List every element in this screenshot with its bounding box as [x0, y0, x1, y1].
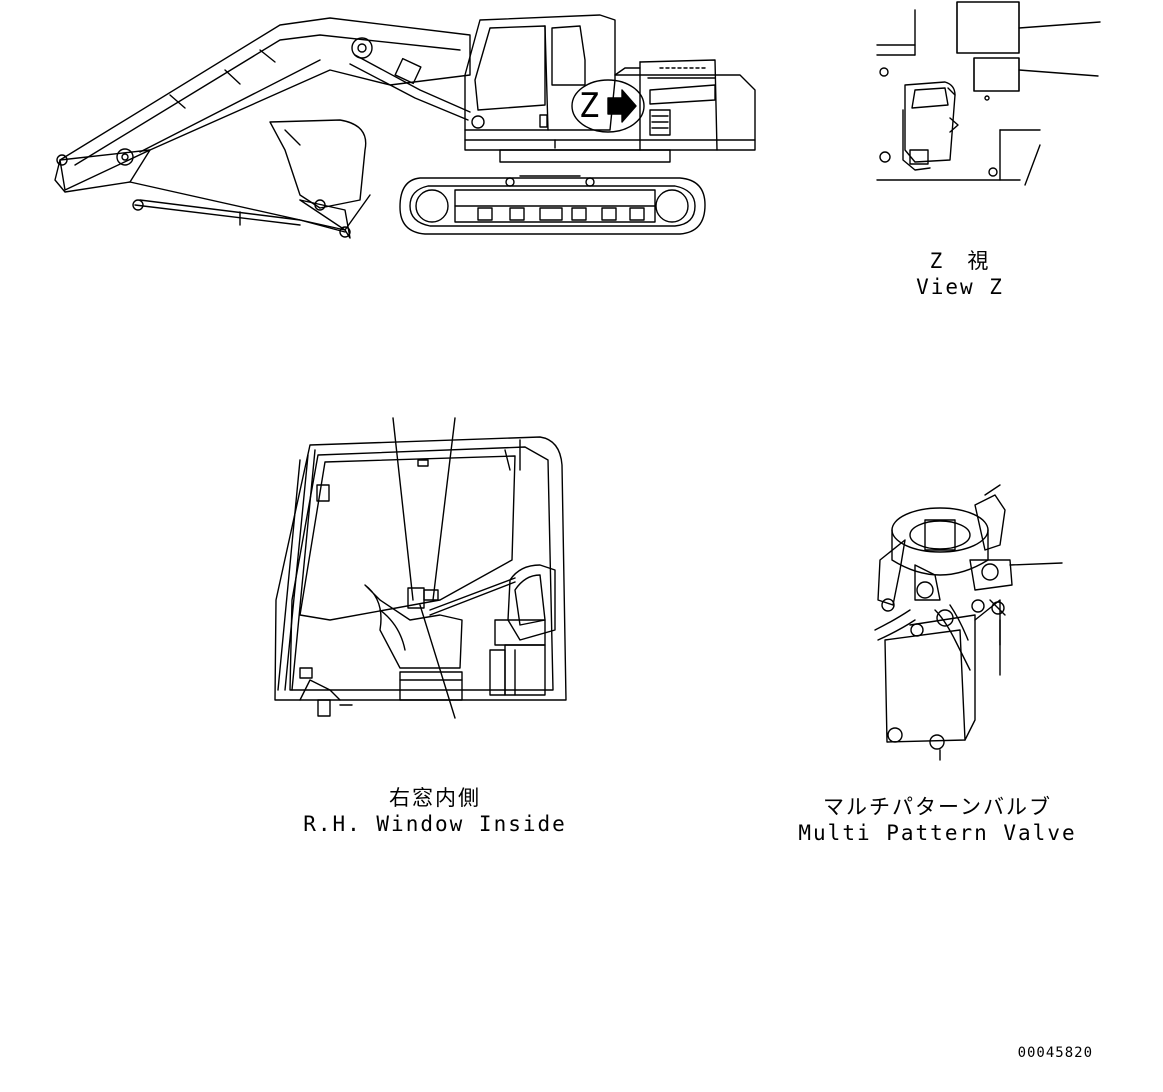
excavator-illustration: [55, 15, 755, 238]
rh-window-caption: 右窓内側 R.H. Window Inside: [290, 785, 580, 837]
z-view-marker: Z: [578, 86, 600, 126]
valve-label-en: Multi Pattern Valve: [798, 821, 1077, 845]
view-z-caption: Z 視 View Z: [880, 248, 1040, 300]
cab-interior-illustration: [275, 418, 566, 718]
view-z-illustration: [877, 2, 1100, 185]
rh-window-label-jp: 右窓内側: [389, 786, 481, 810]
valve-label-jp: マルチパターンバルブ: [823, 795, 1052, 819]
view-z-label-en: View Z: [916, 275, 1004, 299]
rh-window-label-en: R.H. Window Inside: [303, 812, 567, 836]
drawing-number: 00045820: [1017, 1045, 1093, 1061]
view-z-label-jp: Z 視: [929, 249, 991, 273]
valve-illustration: [875, 485, 1062, 760]
valve-caption: マルチパターンバルブ Multi Pattern Valve: [795, 794, 1080, 846]
